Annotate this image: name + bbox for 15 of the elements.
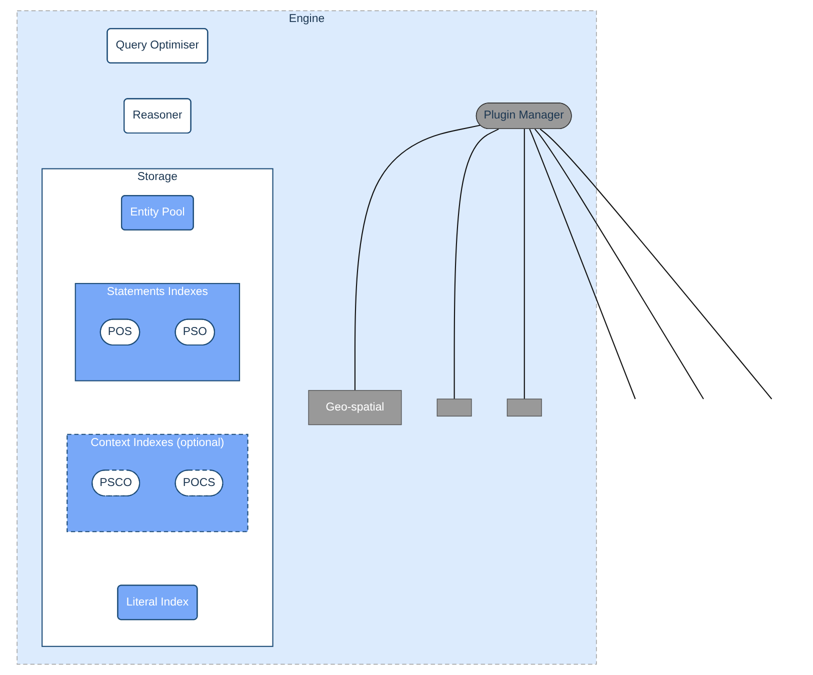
index-pill: POS — [100, 318, 140, 346]
plugin-box: Geo-spatial — [308, 390, 402, 426]
component-box: Reasoner — [124, 98, 192, 134]
component-box: Entity Pool — [120, 195, 194, 230]
component-box: Literal Index — [117, 584, 198, 620]
connector-line — [524, 129, 525, 399]
connector-line — [529, 128, 636, 400]
plugin-box — [506, 398, 542, 417]
connector-line — [354, 124, 480, 390]
plugin-box — [436, 398, 472, 417]
connector-line — [454, 128, 499, 399]
manager-ellipse: Plugin Manager — [476, 102, 572, 130]
component-box: Query Optimiser — [106, 28, 208, 64]
connector-line — [540, 128, 772, 400]
connector-line — [534, 128, 704, 400]
